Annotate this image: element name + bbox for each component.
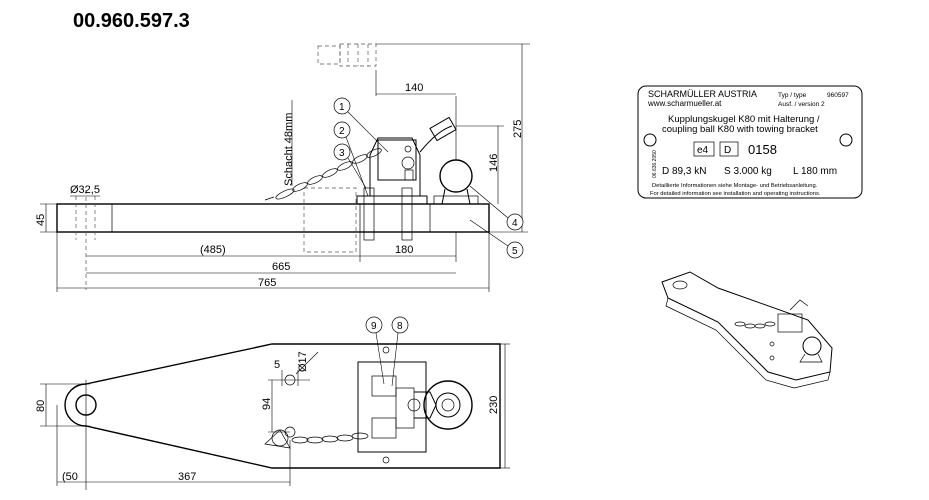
safety-chain (264, 148, 382, 201)
svg-text:4: 4 (512, 218, 518, 229)
dim-765: 765 (258, 277, 276, 289)
svg-text:9: 9 (371, 321, 377, 332)
nameplate-note-de: Detaillierte Informationen siehe Montage… (652, 183, 818, 189)
dim-485: (485) (200, 244, 226, 256)
safety-chain-plan (264, 429, 369, 449)
callout-4: 2 (333, 121, 369, 197)
pin-alt-position (317, 43, 530, 67)
callout-5: 3 (333, 143, 367, 189)
dim-367: 367 (178, 471, 196, 483)
dim-140: 140 (405, 82, 423, 94)
coupling-ball (439, 159, 473, 193)
mount-hole-right (839, 133, 853, 147)
nameplate-title-de: Kupplungskugel K80 mit Halterung / (668, 114, 820, 125)
side-view: 140 275 146 45 Ø32,5 Schacht 48mm (485) … (35, 43, 530, 292)
nameplate-title-en: coupling ball K80 with towing bracket (662, 124, 818, 135)
dim-665: 665 (272, 261, 290, 273)
nameplate-type-value: 960597 (827, 92, 849, 99)
svg-text:2: 2 (339, 126, 345, 137)
svg-text:3: 3 (339, 148, 345, 159)
ball-plan (423, 380, 473, 430)
dim-50: (50 (62, 471, 78, 483)
dim-45: 45 (35, 214, 47, 226)
nameplate-note-en: For detailed information see installatio… (650, 191, 821, 197)
nameplate-website: www.scharmueller.at (647, 99, 722, 108)
dim-180: 180 (395, 244, 413, 256)
dim-94: 94 (261, 398, 273, 410)
nameplate-type-label: Typ / type (778, 92, 807, 99)
callout-3: 1 (333, 97, 389, 153)
svg-text:1: 1 (339, 102, 345, 113)
spec-s: S 3.000 kg (724, 166, 772, 177)
drawbar-plan (64, 343, 501, 469)
nameplate-company: SCHARMÜLLER AUSTRIA (648, 89, 757, 99)
approval-d: D (724, 145, 731, 156)
svg-text:8: 8 (397, 321, 403, 332)
drawbar-side (56, 203, 490, 233)
plan-view: 80 230 9 (35, 316, 510, 490)
isometric-view (661, 271, 833, 389)
shaft-label: Schacht 48mm (283, 113, 295, 186)
nameplate: SCHARMÜLLER AUSTRIA www.scharmueller.at … (637, 85, 863, 199)
callout-2: 4 (469, 185, 524, 231)
callout-1: 5 (469, 219, 524, 259)
bracket-plan (357, 361, 427, 453)
nameplate-version: Ausf. / version 2 (778, 101, 825, 108)
dim-275: 275 (512, 120, 524, 138)
dim-diam-17: Ø17 (297, 351, 309, 372)
dim-146: 146 (488, 154, 500, 172)
svg-text:5: 5 (512, 246, 518, 257)
dim-230: 230 (488, 396, 500, 414)
nameplate-side-code: 06.636.2050 (652, 150, 658, 178)
approval-e: e4 (697, 145, 709, 156)
part-number: 00.960.597.3 (73, 10, 190, 32)
spec-l: L 180 mm (793, 166, 837, 177)
dim-5: 5 (274, 359, 280, 371)
dim-diam-32-5: Ø32,5 (70, 184, 100, 196)
dim-80: 80 (35, 400, 47, 412)
mount-hole-left (643, 133, 657, 147)
spec-d: D 89,3 kN (662, 166, 706, 177)
callout-8: 8 (391, 316, 409, 387)
callout-9: 9 (365, 316, 385, 385)
approval-number: 0158 (748, 142, 777, 157)
